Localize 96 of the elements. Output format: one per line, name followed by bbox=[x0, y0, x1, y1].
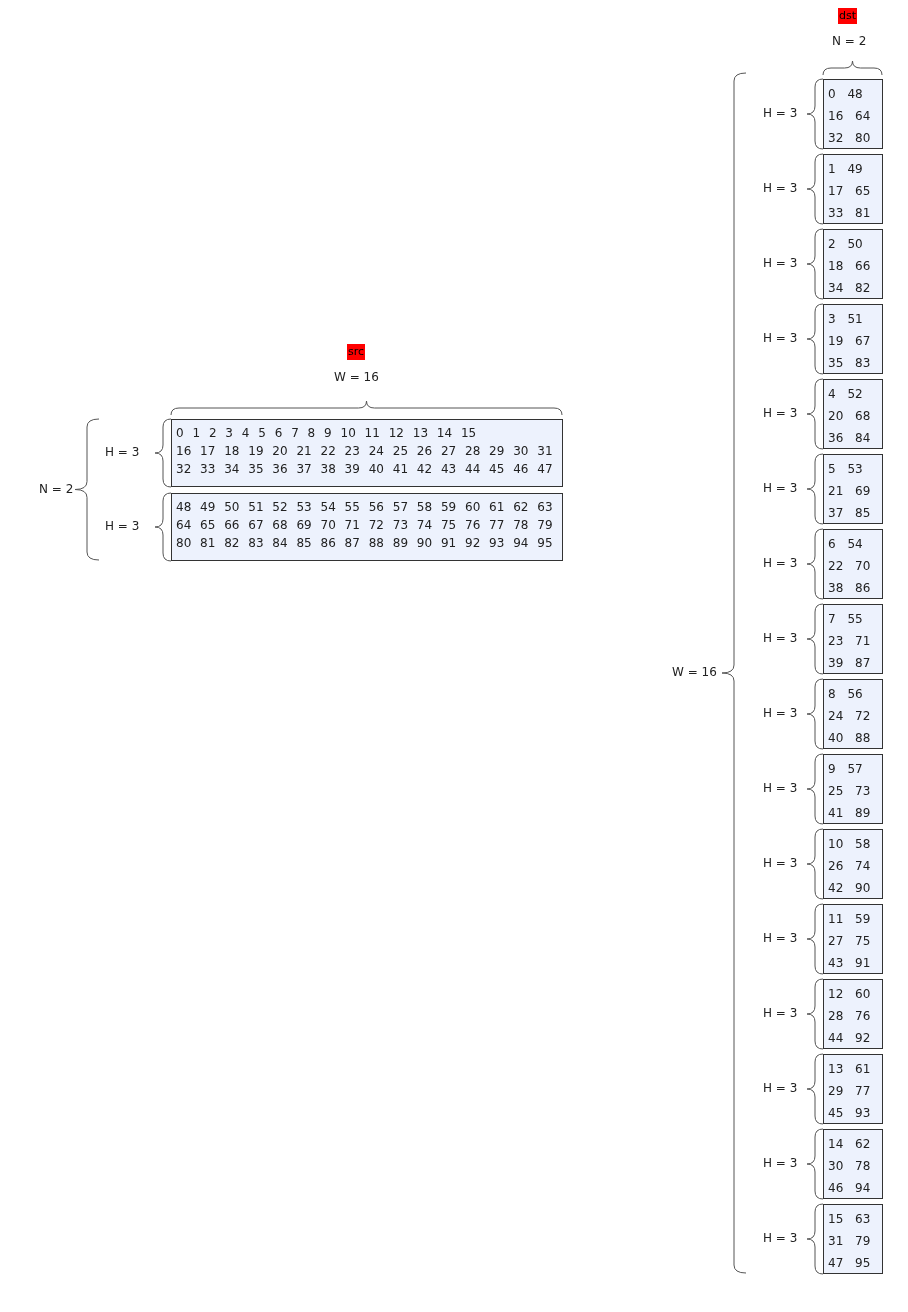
matrix-row: 38 86 bbox=[828, 580, 871, 596]
matrix-row: 48 49 50 51 52 53 54 55 56 57 58 59 60 61 62 63 bbox=[176, 499, 553, 515]
dimension-label: H = 3 bbox=[763, 630, 798, 646]
dimension-label: H = 3 bbox=[763, 705, 798, 721]
matrix-row: 40 88 bbox=[828, 730, 871, 746]
matrix-box bbox=[823, 1129, 883, 1199]
matrix-row: 42 90 bbox=[828, 880, 871, 896]
dimension-label: H = 3 bbox=[763, 555, 798, 571]
dimension-label: H = 3 bbox=[105, 518, 140, 534]
matrix-row: 5 53 bbox=[828, 461, 863, 477]
matrix-row: 21 69 bbox=[828, 483, 871, 499]
dimension-label: H = 3 bbox=[763, 1230, 798, 1246]
dimension-label: H = 3 bbox=[763, 330, 798, 346]
dimension-label: H = 3 bbox=[763, 930, 798, 946]
matrix-row: 9 57 bbox=[828, 761, 863, 777]
matrix-row: 23 71 bbox=[828, 633, 871, 649]
matrix-row: 32 33 34 35 36 37 38 39 40 41 42 43 44 45 46 47 bbox=[176, 461, 553, 477]
tensor-name-tag: dst bbox=[838, 8, 858, 24]
matrix-row: 12 60 bbox=[828, 986, 871, 1002]
matrix-row: 15 63 bbox=[828, 1211, 871, 1227]
matrix-box bbox=[823, 754, 883, 824]
dimension-label: H = 3 bbox=[763, 255, 798, 271]
dimension-label: H = 3 bbox=[763, 180, 798, 196]
matrix-row: 13 61 bbox=[828, 1061, 871, 1077]
matrix-row: 34 82 bbox=[828, 280, 871, 296]
dimension-label: H = 3 bbox=[105, 444, 140, 460]
dimension-label: N = 2 bbox=[832, 33, 867, 49]
dimension-label: H = 3 bbox=[763, 105, 798, 121]
matrix-row: 6 54 bbox=[828, 536, 863, 552]
matrix-box bbox=[823, 379, 883, 449]
matrix-row: 4 52 bbox=[828, 386, 863, 402]
matrix-row: 44 92 bbox=[828, 1030, 871, 1046]
matrix-row: 26 74 bbox=[828, 858, 871, 874]
matrix-box bbox=[823, 304, 883, 374]
matrix-box bbox=[823, 1054, 883, 1124]
matrix-row: 8 56 bbox=[828, 686, 863, 702]
matrix-row: 46 94 bbox=[828, 1180, 871, 1196]
matrix-box bbox=[823, 904, 883, 974]
matrix-row: 14 62 bbox=[828, 1136, 871, 1152]
dimension-label: N = 2 bbox=[39, 481, 74, 497]
dimension-label: H = 3 bbox=[763, 855, 798, 871]
matrix-box bbox=[823, 79, 883, 149]
matrix-row: 16 17 18 19 20 21 22 23 24 25 26 27 28 29 30 31 bbox=[176, 443, 553, 459]
matrix-row: 33 81 bbox=[828, 205, 871, 221]
matrix-row: 0 1 2 3 4 5 6 7 8 9 10 11 12 13 14 15 bbox=[176, 425, 477, 441]
matrix-row: 24 72 bbox=[828, 708, 871, 724]
matrix-row: 45 93 bbox=[828, 1105, 871, 1121]
matrix-row: 18 66 bbox=[828, 258, 871, 274]
matrix-row: 64 65 66 67 68 69 70 71 72 73 74 75 76 77 78 79 bbox=[176, 517, 553, 533]
matrix-row: 25 73 bbox=[828, 783, 871, 799]
matrix-row: 0 48 bbox=[828, 86, 863, 102]
matrix-row: 35 83 bbox=[828, 355, 871, 371]
dimension-label: H = 3 bbox=[763, 405, 798, 421]
matrix-row: 30 78 bbox=[828, 1158, 871, 1174]
matrix-box bbox=[171, 419, 563, 487]
matrix-box bbox=[823, 154, 883, 224]
matrix-box bbox=[823, 1204, 883, 1274]
matrix-row: 28 76 bbox=[828, 1008, 871, 1024]
dimension-label: H = 3 bbox=[763, 1005, 798, 1021]
matrix-row: 1 49 bbox=[828, 161, 863, 177]
matrix-box bbox=[823, 529, 883, 599]
matrix-row: 47 95 bbox=[828, 1255, 871, 1271]
matrix-box bbox=[171, 493, 563, 561]
matrix-row: 29 77 bbox=[828, 1083, 871, 1099]
matrix-row: 20 68 bbox=[828, 408, 871, 424]
dimension-label: H = 3 bbox=[763, 1155, 798, 1171]
matrix-box bbox=[823, 454, 883, 524]
dimension-label: W = 16 bbox=[672, 664, 717, 680]
matrix-box bbox=[823, 604, 883, 674]
matrix-row: 17 65 bbox=[828, 183, 871, 199]
matrix-row: 7 55 bbox=[828, 611, 863, 627]
dimension-label: H = 3 bbox=[763, 780, 798, 796]
dimension-label: H = 3 bbox=[763, 480, 798, 496]
matrix-box bbox=[823, 829, 883, 899]
matrix-row: 37 85 bbox=[828, 505, 871, 521]
matrix-row: 11 59 bbox=[828, 911, 871, 927]
matrix-row: 36 84 bbox=[828, 430, 871, 446]
matrix-row: 39 87 bbox=[828, 655, 871, 671]
tensor-name-tag: src bbox=[347, 344, 366, 360]
matrix-row: 32 80 bbox=[828, 130, 871, 146]
matrix-row: 41 89 bbox=[828, 805, 871, 821]
matrix-box bbox=[823, 679, 883, 749]
dimension-label: W = 16 bbox=[334, 369, 379, 385]
matrix-row: 22 70 bbox=[828, 558, 871, 574]
matrix-box bbox=[823, 229, 883, 299]
matrix-row: 2 50 bbox=[828, 236, 863, 252]
dimension-label: H = 3 bbox=[763, 1080, 798, 1096]
matrix-row: 16 64 bbox=[828, 108, 871, 124]
matrix-row: 80 81 82 83 84 85 86 87 88 89 90 91 92 93 94 95 bbox=[176, 535, 553, 551]
matrix-row: 19 67 bbox=[828, 333, 871, 349]
matrix-row: 27 75 bbox=[828, 933, 871, 949]
matrix-row: 43 91 bbox=[828, 955, 871, 971]
matrix-row: 31 79 bbox=[828, 1233, 871, 1249]
matrix-row: 3 51 bbox=[828, 311, 863, 327]
matrix-box bbox=[823, 979, 883, 1049]
matrix-row: 10 58 bbox=[828, 836, 871, 852]
